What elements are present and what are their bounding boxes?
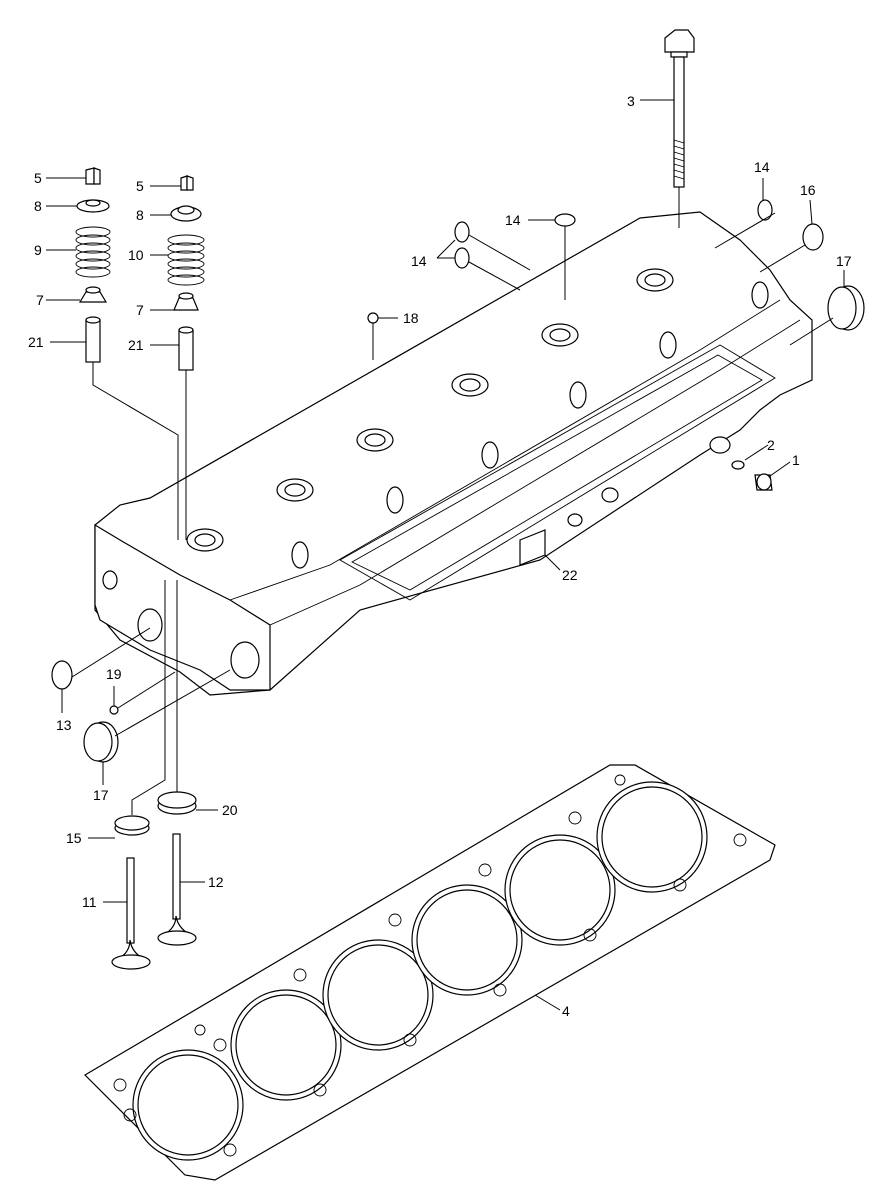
callout-5b: 5 <box>136 178 144 194</box>
valve-train-right <box>167 175 205 371</box>
callout-13: 13 <box>56 717 72 733</box>
callout-2: 2 <box>767 437 775 453</box>
head-gasket <box>84 764 776 1181</box>
callout-7b: 7 <box>136 302 144 318</box>
callout-10: 10 <box>128 247 144 263</box>
callout-14b: 14 <box>505 212 521 228</box>
callout-16: 16 <box>800 182 816 198</box>
leader-lines <box>46 99 845 1011</box>
callout-12: 12 <box>208 874 224 890</box>
callout-22: 22 <box>562 567 578 583</box>
callout-17a: 17 <box>836 253 852 269</box>
cylinder-ports <box>186 268 769 569</box>
callout-5a: 5 <box>34 170 42 186</box>
callout-7a: 7 <box>36 292 44 308</box>
valve-train-left <box>75 167 111 363</box>
callout-21a: 21 <box>28 334 44 350</box>
callout-11: 11 <box>82 894 97 910</box>
cylinder-head <box>94 211 813 696</box>
callout-19: 19 <box>106 666 122 682</box>
callout-4: 4 <box>562 1003 570 1019</box>
callout-9: 9 <box>34 242 42 258</box>
callout-18: 18 <box>403 310 419 326</box>
callout-3: 3 <box>627 93 635 109</box>
head-bolt <box>664 29 695 188</box>
callout-15: 15 <box>66 830 82 846</box>
callout-1: 1 <box>792 452 800 468</box>
callout-8a: 8 <box>34 198 42 214</box>
callout-14a: 14 <box>754 159 770 175</box>
valves <box>111 791 197 970</box>
callout-21b: 21 <box>128 337 144 353</box>
callout-17b: 17 <box>93 787 109 803</box>
callout-labels: 1 2 3 4 5 5 7 7 8 8 9 10 11 12 13 14 14 … <box>28 93 852 1019</box>
callout-14c: 14 <box>411 253 427 269</box>
callout-8b: 8 <box>136 207 144 223</box>
callout-20: 20 <box>222 802 238 818</box>
